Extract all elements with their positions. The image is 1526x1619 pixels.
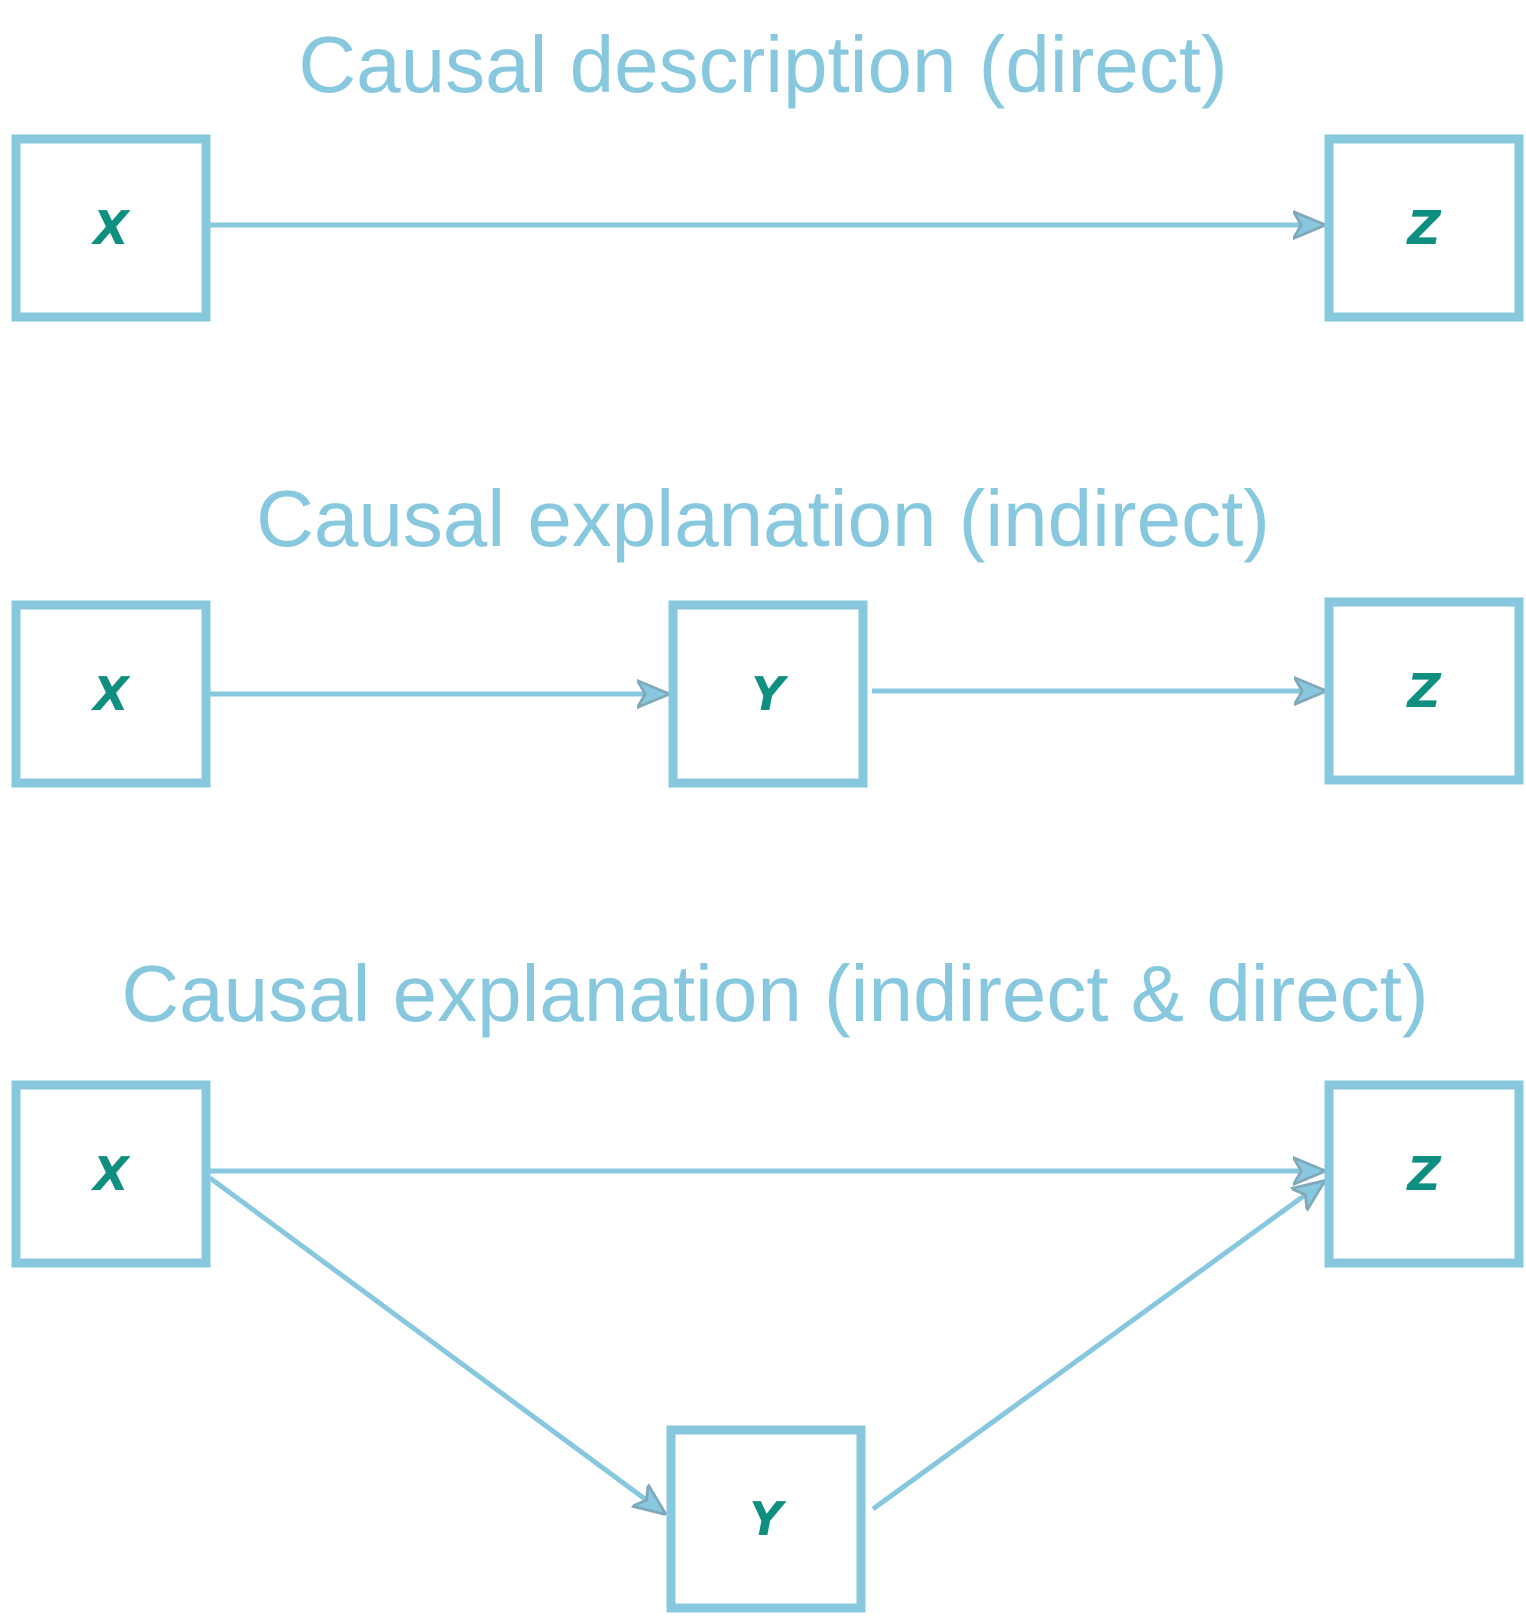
- panel-direct: Causal description (direct) X Z: [11, 20, 1524, 322]
- node-box: [668, 600, 868, 788]
- node-label: X: [90, 201, 131, 255]
- panel-indirect: Causal explanation (indirect) X Y Z: [11, 474, 1524, 788]
- panel-indirect-and-direct: Causal explanation (indirect & direct) X…: [11, 949, 1524, 1613]
- node-label: Z: [1405, 664, 1442, 718]
- panel-title: Causal explanation (indirect): [256, 474, 1270, 563]
- node-box: [1324, 1080, 1524, 1268]
- node-box: [11, 600, 211, 788]
- node-z: Z: [1324, 597, 1524, 785]
- node-z: Z: [1324, 1080, 1524, 1268]
- node-label: Y: [751, 667, 789, 721]
- node-label: Y: [749, 1492, 787, 1546]
- node-x: X: [11, 1080, 211, 1268]
- node-label: Z: [1405, 201, 1442, 255]
- node-label: X: [90, 1147, 131, 1201]
- node-box: [11, 1080, 211, 1268]
- node-z: Z: [1324, 134, 1524, 322]
- panel-title: Causal description (direct): [298, 20, 1227, 109]
- panel-title: Causal explanation (indirect & direct): [121, 949, 1428, 1038]
- node-y: Y: [668, 600, 868, 788]
- node-box: [11, 134, 211, 322]
- edge-y-to-z: [871, 1182, 1323, 1512]
- edge-x-to-y: [208, 1175, 664, 1513]
- node-y: Y: [666, 1425, 866, 1613]
- node-label: X: [90, 667, 131, 721]
- node-x: X: [11, 134, 211, 322]
- node-box: [1324, 597, 1524, 785]
- node-box: [666, 1425, 866, 1613]
- node-x: X: [11, 600, 211, 788]
- node-label: Z: [1405, 1147, 1442, 1201]
- node-box: [1324, 134, 1524, 322]
